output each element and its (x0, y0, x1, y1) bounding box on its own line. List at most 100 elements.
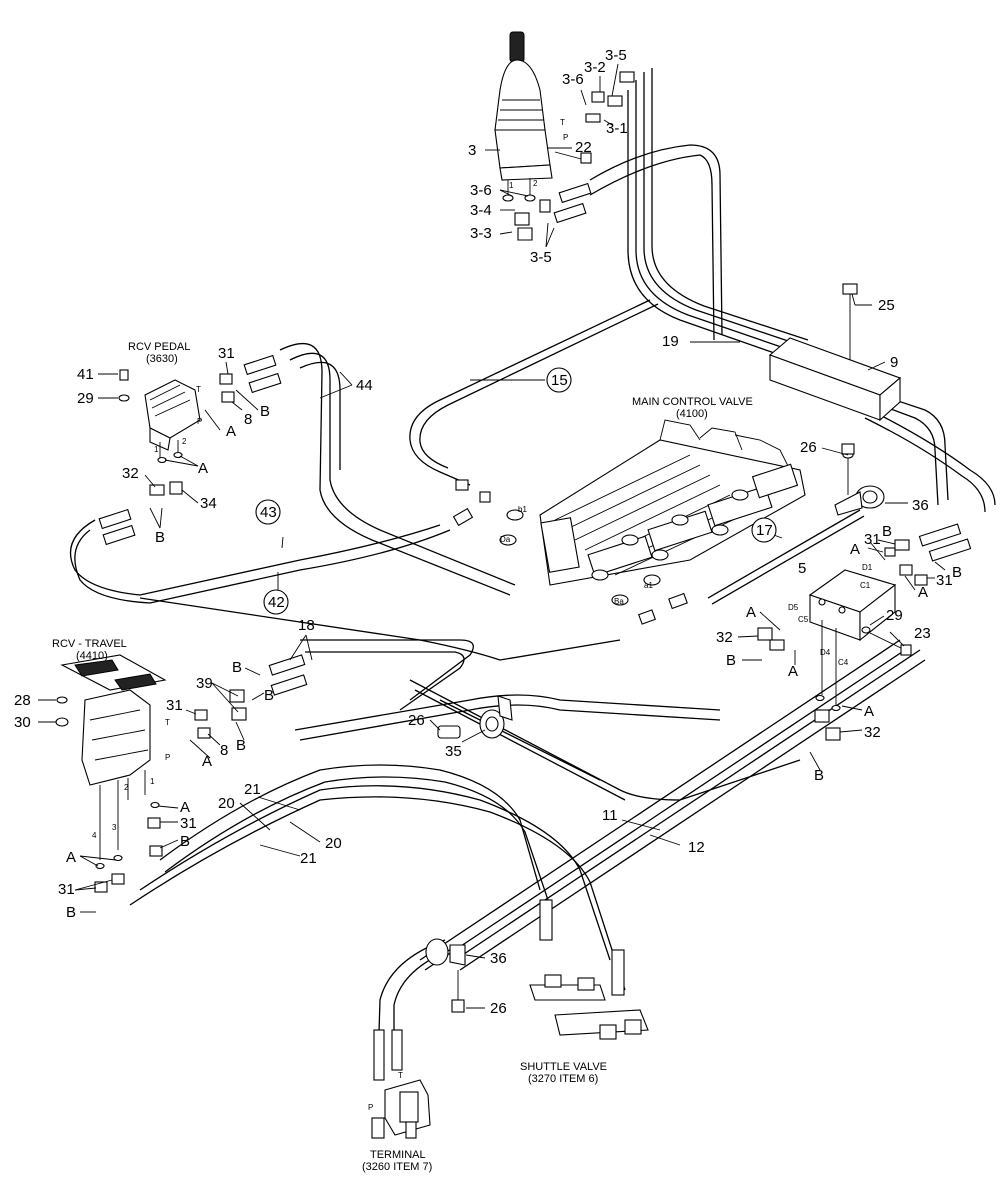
callout-36: 36 (490, 950, 507, 967)
callout-b: B (66, 904, 76, 921)
callout-18: 18 (298, 617, 315, 634)
callout-a: A (180, 799, 190, 816)
callout-8: 8 (244, 411, 252, 428)
callout-5: 5 (798, 560, 806, 577)
callout-b: B (232, 659, 242, 676)
callout-a: A (226, 423, 236, 440)
callout-b: B (952, 564, 962, 581)
callout-a: A (918, 584, 928, 601)
callout-b: B (814, 767, 824, 784)
callout-31: 31 (180, 815, 197, 832)
port-mark: T (398, 1071, 403, 1080)
port-mark: 4 (92, 831, 97, 840)
port-mark: C1 (860, 581, 871, 590)
callout-b: B (180, 833, 190, 850)
callout-43: 43 (260, 504, 277, 521)
callout-32: 32 (716, 629, 733, 646)
callout-31: 31 (218, 345, 235, 362)
rcv-pedal-label: RCV PEDAL (128, 341, 190, 353)
callout-15: 15 (551, 372, 568, 389)
rcv-travel-assembly (55, 654, 308, 893)
callout-20: 20 (325, 835, 342, 852)
shuttle-valve (529, 899, 649, 1040)
port-mark: 2 (533, 179, 538, 188)
callout-39: 39 (196, 675, 213, 692)
callout-11: 11 (602, 807, 618, 824)
port-mark: 1 (154, 445, 159, 454)
main-control-valve-ref: (4100) (676, 408, 708, 420)
port-mark: P (368, 1103, 373, 1112)
pipe-clamp-lower (425, 938, 466, 1013)
callout-3-1: 3-1 (606, 120, 628, 137)
port-mark: 1 (150, 777, 155, 786)
callout-26: 26 (800, 439, 817, 456)
callout-44: 44 (356, 377, 373, 394)
callout-17: 17 (756, 522, 773, 539)
callout-b: B (726, 652, 736, 669)
port-mark: T (560, 118, 565, 127)
callout-41: 41 (77, 366, 94, 383)
callout-numbers: 3 3-1 3-2 3-5 3-6 22 3-6 3-4 3-3 3-5 25 … (14, 47, 962, 1017)
callout-a: A (850, 541, 860, 558)
callout-26: 26 (490, 1000, 507, 1017)
rcv-pedal-ref: (3630) (146, 353, 178, 365)
terminal-label: TERMINAL (370, 1149, 426, 1161)
port-mark: C4 (838, 658, 849, 667)
callout-a: A (202, 753, 212, 770)
callout-a: A (66, 849, 76, 866)
component-labels: RCV PEDAL (3630) MAIN CONTROL VALVE (410… (52, 341, 753, 1173)
callout-20: 20 (218, 795, 235, 812)
callout-43-circle (255, 499, 281, 525)
callout-3-3: 3-3 (470, 225, 492, 242)
port-mark: P (197, 417, 202, 426)
callout-31: 31 (936, 572, 953, 589)
leader-lines (38, 63, 946, 1009)
port-mark: 3 (112, 823, 117, 832)
port-mark: D4 (820, 648, 831, 657)
port-marks: T P 1 2 T P 1 2 T P 1 2 3 4 D1 C1 D5 C5 … (92, 118, 873, 1112)
callout-23: 23 (914, 625, 931, 642)
port-mark: C5 (798, 615, 809, 624)
callout-a: A (864, 703, 874, 720)
port-mark: b1 (518, 505, 527, 514)
rcv-pedal-assembly (98, 354, 282, 546)
callout-b: B (264, 687, 274, 704)
callout-15-circle (546, 367, 572, 393)
port-mark: Da (500, 535, 511, 544)
callout-28: 28 (14, 692, 31, 709)
callout-31: 31 (864, 531, 881, 548)
callout-a: A (788, 663, 798, 680)
callout-42: 42 (268, 594, 285, 611)
callout-32: 32 (864, 724, 881, 741)
callout-35: 35 (445, 743, 462, 760)
callout-3-4: 3-4 (470, 202, 492, 219)
port-mark: D5 (788, 603, 799, 612)
callout-34: 34 (200, 495, 217, 512)
rcv-travel-label: RCV - TRAVEL (52, 638, 127, 650)
port-mark: 1 (509, 181, 514, 190)
callout-31: 31 (58, 881, 75, 898)
callout-19: 19 (662, 333, 679, 350)
pilot-block (757, 523, 972, 741)
callout-30: 30 (14, 714, 31, 731)
hose-clamp-bar (768, 283, 902, 422)
callout-b: B (236, 737, 246, 754)
callout-3-2: 3-2 (584, 59, 606, 76)
rcv-lever-assembly (494, 31, 635, 241)
callout-31: 31 (166, 697, 183, 714)
main-control-valve (452, 419, 806, 625)
callout-22: 22 (575, 139, 592, 156)
callout-29: 29 (77, 390, 94, 407)
pipe-clamp-upper (834, 443, 885, 516)
port-mark: 2 (182, 437, 187, 446)
callout-9: 9 (890, 354, 898, 371)
pipe-clamp-middle (437, 695, 513, 739)
shuttle-valve-ref: (3270 ITEM 6) (528, 1073, 598, 1085)
port-mark: P (563, 133, 568, 142)
callout-25: 25 (878, 297, 895, 314)
callout-26: 26 (408, 712, 425, 729)
terminal-block (371, 1029, 431, 1139)
callout-b: B (882, 523, 892, 540)
callout-21: 21 (300, 850, 317, 867)
